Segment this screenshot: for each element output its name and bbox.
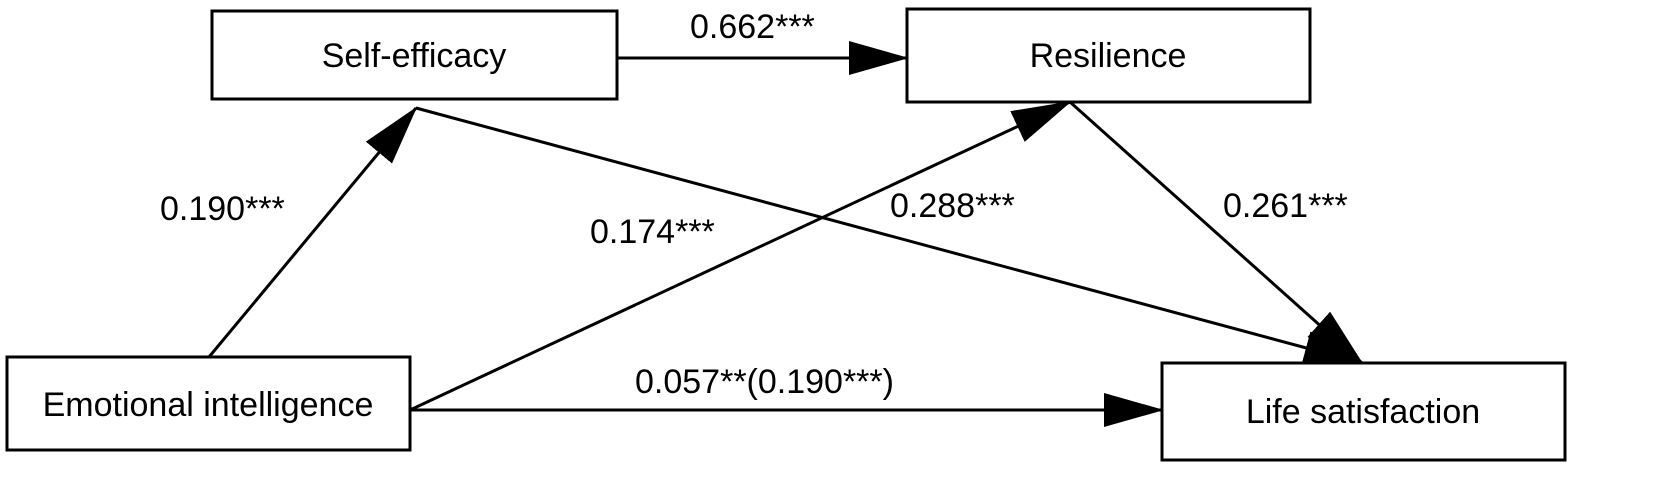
edge-ei-to-self-efficacy bbox=[207, 106, 418, 358]
self-efficacy-label: Self-efficacy bbox=[322, 37, 507, 75]
edge-ei-to-resilience bbox=[409, 100, 1072, 412]
node-life-satisfaction: Life satisfaction bbox=[1160, 361, 1567, 462]
resilience-label: Resilience bbox=[1030, 37, 1187, 75]
resilience-box bbox=[905, 7, 1312, 104]
life-satisfaction-label: Life satisfaction bbox=[1246, 393, 1480, 431]
node-resilience: Resilience bbox=[905, 7, 1312, 104]
label-resilience-to-life-satisfaction: 0.261*** bbox=[1223, 187, 1348, 225]
edge-labels: 0.190*** 0.662*** 0.174*** 0.288*** 0.26… bbox=[160, 8, 1348, 401]
label-ei-to-self-efficacy: 0.190*** bbox=[160, 190, 285, 228]
edges bbox=[207, 41, 1364, 427]
self-efficacy-box bbox=[210, 9, 619, 101]
life-satisfaction-box bbox=[1160, 361, 1567, 462]
node-emotional-intelligence: Emotional intelligence bbox=[5, 355, 412, 452]
label-ei-to-resilience: 0.174*** bbox=[590, 213, 715, 251]
edge-self-efficacy-to-life-satisfaction bbox=[415, 106, 1364, 365]
label-self-efficacy-to-resilience: 0.662*** bbox=[690, 8, 815, 46]
emotional-intelligence-label: Emotional intelligence bbox=[43, 386, 374, 424]
edge-resilience-to-life-satisfaction bbox=[1069, 100, 1364, 365]
node-self-efficacy: Self-efficacy bbox=[210, 9, 619, 101]
label-ei-to-life-satisfaction: 0.057**(0.190***) bbox=[635, 363, 894, 401]
label-self-efficacy-to-life-satisfaction: 0.288*** bbox=[890, 187, 1015, 225]
emotional-intelligence-box bbox=[5, 355, 412, 452]
